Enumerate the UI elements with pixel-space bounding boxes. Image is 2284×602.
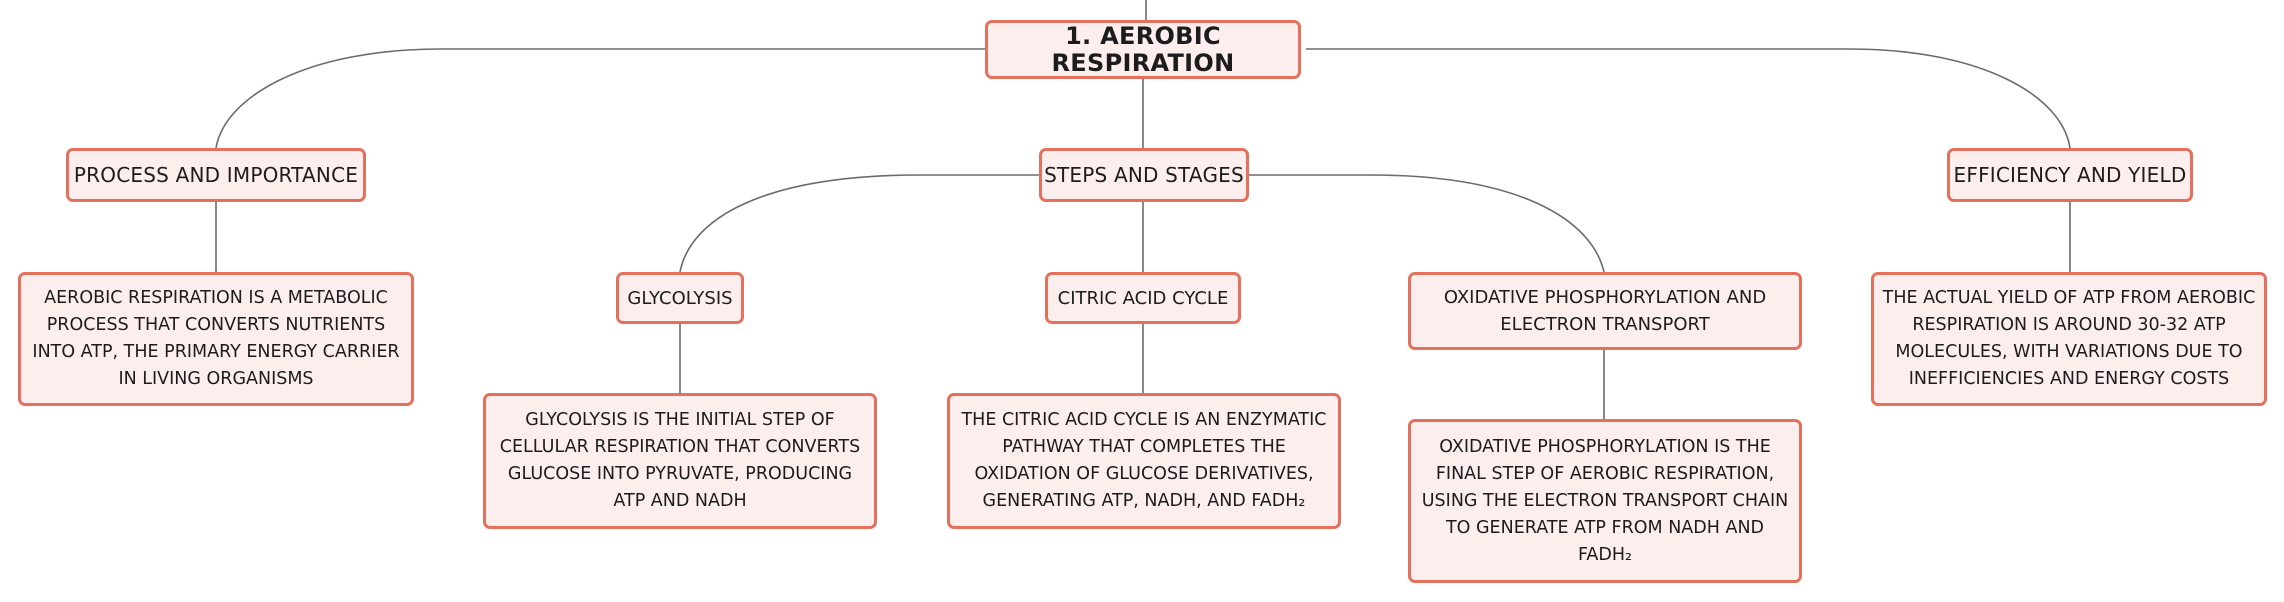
root-node[interactable]: 1. AEROBIC RESPIRATION [985,20,1301,79]
topic-process-and-importance[interactable]: PROCESS AND IMPORTANCE [66,148,366,202]
topic-efficiency-and-yield[interactable]: EFFICIENCY AND YIELD [1947,148,2193,202]
connector-root-process [215,48,985,149]
detail-citric-acid-cycle[interactable]: THE CITRIC ACID CYCLE IS AN ENZYMATIC PA… [947,393,1341,529]
subtopic-oxidative-phosphorylation[interactable]: OXIDATIVE PHOSPHORYLATION AND ELECTRON T… [1408,272,1802,350]
subtopic-citric-label: CITRIC ACID CYCLE [1057,287,1229,309]
connector-root-efficiency [1306,48,2071,149]
detail-oxidative-text: OXIDATIVE PHOSPHORYLATION IS THE FINAL S… [1421,436,1789,565]
detail-glycolysis-text: GLYCOLYSIS IS THE INITIAL STEP OF CELLUL… [499,410,861,511]
detail-process[interactable]: AEROBIC RESPIRATION IS A METABOLIC PROCE… [18,272,414,406]
topic-steps-label: STEPS AND STAGES [1044,162,1244,187]
topic-steps-and-stages[interactable]: STEPS AND STAGES [1039,148,1249,202]
subtopic-oxidative-label: OXIDATIVE PHOSPHORYLATION AND ELECTRON T… [1443,287,1767,335]
root-node-label: 1. AEROBIC RESPIRATION [1051,21,1235,77]
subtopic-glycolysis-label: GLYCOLYSIS [627,287,733,309]
subtopic-glycolysis[interactable]: GLYCOLYSIS [616,272,744,324]
connector-steps-glycolysis [679,174,1039,273]
detail-process-text: AEROBIC RESPIRATION IS A METABOLIC PROCE… [32,288,400,389]
detail-efficiency[interactable]: THE ACTUAL YIELD OF ATP FROM AEROBIC RES… [1871,272,2267,406]
detail-glycolysis[interactable]: GLYCOLYSIS IS THE INITIAL STEP OF CELLUL… [483,393,877,529]
detail-efficiency-text: THE ACTUAL YIELD OF ATP FROM AEROBIC RES… [1882,288,2256,389]
topic-process-label: PROCESS AND IMPORTANCE [73,162,359,187]
topic-efficiency-label: EFFICIENCY AND YIELD [1953,162,2187,187]
connector-steps-oxidative [1249,174,1605,273]
detail-citric-text: THE CITRIC ACID CYCLE IS AN ENZYMATIC PA… [961,410,1327,511]
subtopic-citric-acid-cycle[interactable]: CITRIC ACID CYCLE [1045,272,1241,324]
detail-oxidative-phosphorylation[interactable]: OXIDATIVE PHOSPHORYLATION IS THE FINAL S… [1408,419,1802,583]
